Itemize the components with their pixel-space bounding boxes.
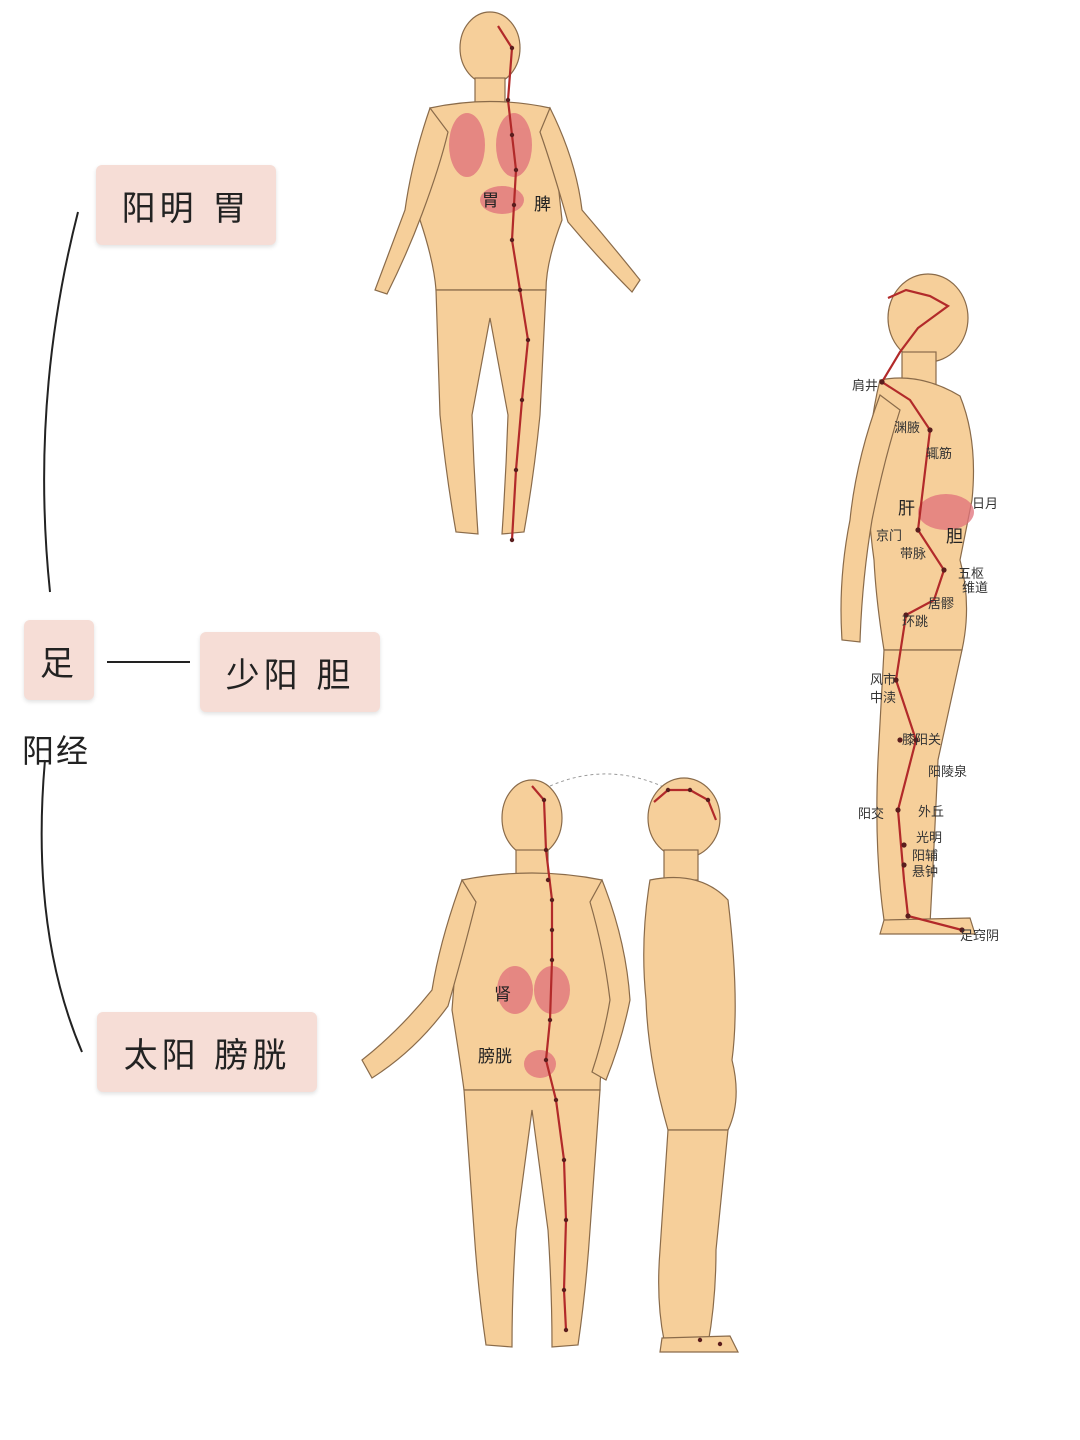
point-weidao: 维道 bbox=[962, 581, 988, 596]
point-riyue: 日月 bbox=[972, 497, 998, 512]
point-waiqiu: 外丘 bbox=[918, 805, 944, 820]
organ-label-stomach: 胃 bbox=[482, 191, 499, 211]
side-organs bbox=[918, 494, 974, 530]
point-yangjiao: 阳交 bbox=[858, 806, 884, 822]
root-box: 足 bbox=[24, 620, 94, 700]
head-connector-dashed bbox=[549, 773, 671, 791]
back-body bbox=[361, 779, 631, 1348]
branch-label: 阳明 胃 bbox=[121, 188, 251, 229]
point-yuanye: 渊腋 bbox=[894, 421, 920, 436]
point-jianjing: 肩井 bbox=[852, 378, 878, 394]
organ-label-spleen: 脾 bbox=[534, 195, 551, 215]
point-xiyangguan: 膝阳关 bbox=[902, 733, 941, 748]
point-fengshi: 风市 bbox=[870, 672, 896, 688]
point-yangfu: 阳辅 bbox=[912, 849, 938, 864]
upper-branch-line bbox=[43, 211, 79, 593]
root-label: 足 bbox=[40, 643, 78, 684]
branch-shaoyang-gallbladder: 少阳 胆 bbox=[200, 632, 380, 712]
point-daimai: 带脉 bbox=[900, 547, 926, 562]
branch-taiyang-bladder: 太阳 膀胱 bbox=[97, 1012, 317, 1092]
point-xuanzhong: 悬钟 bbox=[912, 864, 938, 880]
bladder-meridian-line-back bbox=[531, 785, 568, 1331]
organ-label-gallbladder: 胆 bbox=[946, 527, 963, 547]
root-sub-label: 阳经 bbox=[22, 732, 91, 770]
organ-label-liver: 肝 bbox=[898, 499, 915, 519]
bladder-meridian-points bbox=[541, 787, 723, 1347]
side-body-2 bbox=[643, 777, 739, 1353]
point-juliao: 居髎 bbox=[928, 597, 954, 612]
point-zuqiaoyin: 足窍阴 bbox=[960, 928, 999, 944]
organ-label-kidney: 肾 bbox=[494, 985, 511, 1005]
gallbladder-meridian-points bbox=[879, 379, 965, 933]
point-jingmen: 京门 bbox=[876, 529, 902, 544]
branch-label: 少阳 胆 bbox=[225, 655, 355, 696]
point-guangming: 光明 bbox=[916, 831, 942, 846]
branch-label: 太阳 膀胱 bbox=[123, 1035, 291, 1076]
point-zhejin: 辄筋 bbox=[926, 446, 952, 462]
organ-label-bladder: 膀胱 bbox=[478, 1047, 512, 1067]
stomach-meridian-line bbox=[497, 25, 530, 541]
stomach-meridian-points bbox=[505, 45, 531, 543]
lower-branch-line bbox=[40, 759, 83, 1053]
point-wushu: 五枢 bbox=[958, 567, 984, 582]
point-yanglingquan: 阳陵泉 bbox=[928, 764, 967, 780]
point-huantiao: 环跳 bbox=[902, 615, 928, 630]
branch-yangming-stomach: 阳明 胃 bbox=[96, 165, 276, 245]
point-zhongdu: 中渎 bbox=[870, 691, 896, 706]
